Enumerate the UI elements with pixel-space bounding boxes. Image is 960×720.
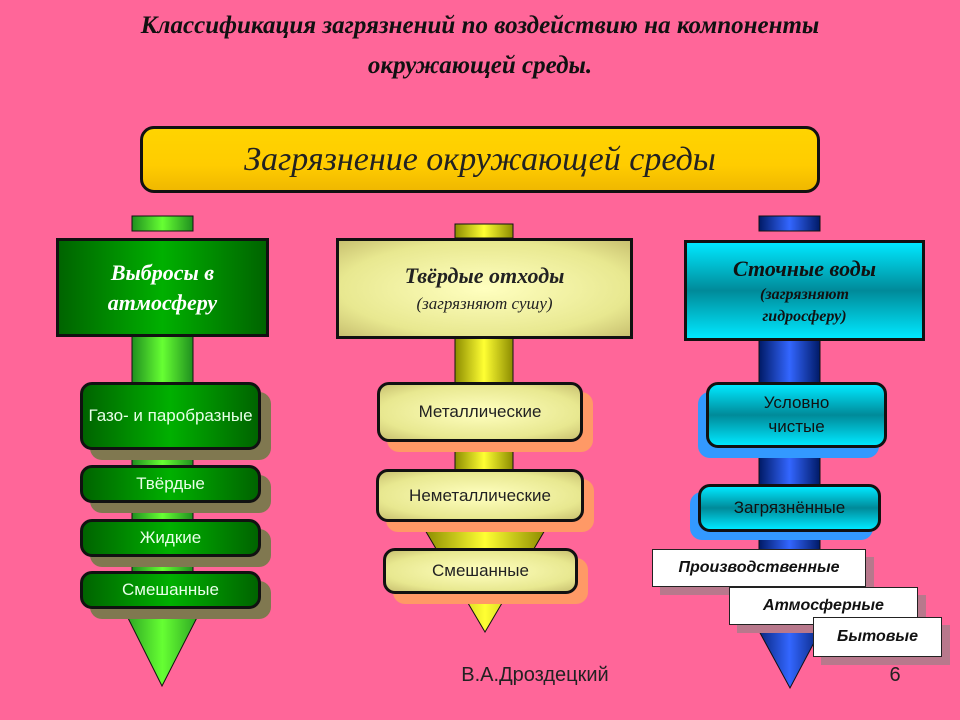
item-polluted: Загрязнённые (698, 484, 881, 532)
head-line2: атмосферу (107, 289, 218, 315)
head-line1: Твёрдые отходы (404, 262, 565, 288)
head-line1: Выбросы в (110, 259, 215, 285)
head-line2: (загрязняют гидросферу) (760, 285, 849, 325)
subtype-domestic: Бытовые (813, 617, 942, 657)
column-head-solid-waste: Твёрдые отходы (загрязняют сушу) (336, 238, 633, 339)
item-metallic: Металлические (377, 382, 583, 442)
green-tab (131, 215, 194, 232)
subtype-industrial: Производственные (652, 549, 866, 587)
item-mixed: Смешанные (80, 571, 261, 609)
item-gaseous: Газо- и паробразные (80, 382, 261, 450)
root-banner: Загрязнение окружающей среды (140, 126, 820, 193)
item-mixed-solid: Смешанные (383, 548, 578, 594)
item-liquid: Жидкие (80, 519, 261, 557)
slide-title-line2: окружающей среды. (367, 52, 593, 79)
footer-author: В.А.Дроздецкий (461, 664, 609, 686)
head-line1: Сточные воды (733, 255, 876, 281)
item-conditionally-clean: Условно чистые (706, 382, 887, 448)
blue-tab (758, 215, 821, 232)
slide-title-line1: Классификация загрязнений по воздействию… (140, 12, 820, 39)
column-head-emissions: Выбросы в атмосферу (56, 238, 269, 337)
yellow-tab (454, 223, 514, 239)
item-solid: Твёрдые (80, 465, 261, 503)
item-nonmetallic: Неметаллические (376, 469, 584, 522)
column-head-wastewater: Сточные воды (загрязняют гидросферу) (684, 240, 925, 341)
page-number: 6 (889, 664, 901, 686)
head-line2: (загрязняют сушу) (416, 293, 553, 313)
